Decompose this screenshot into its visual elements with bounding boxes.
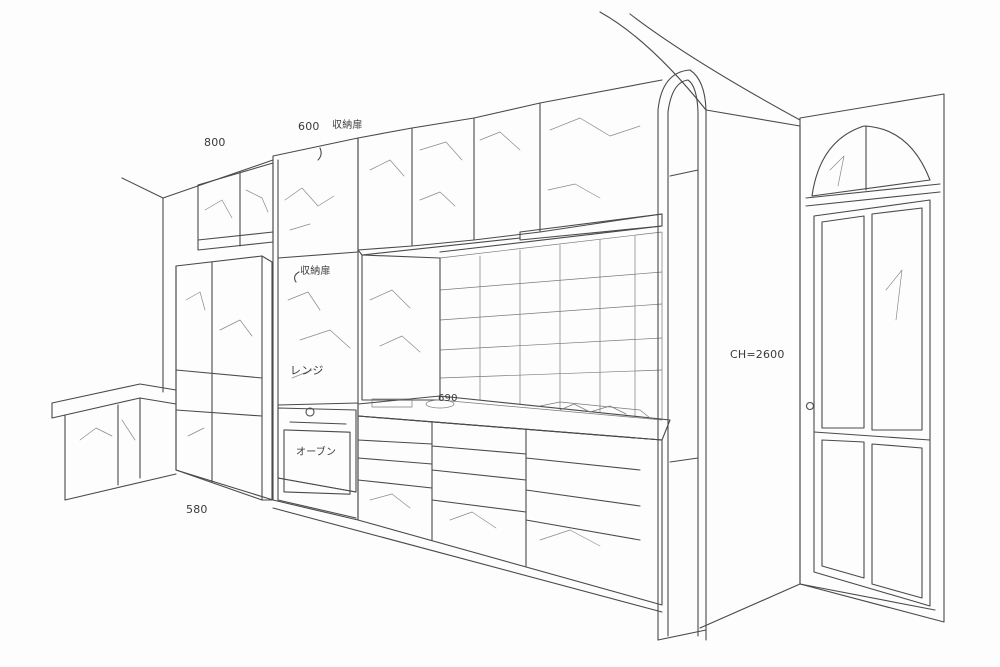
base-cabinets: [357, 415, 663, 606]
tall-cabinet-left: [175, 255, 273, 501]
range-label: レンジ: [290, 364, 324, 377]
range-side-panel: [361, 254, 441, 401]
arched-opening-frame: [599, 11, 801, 641]
upper-cabinet-left: [197, 162, 274, 251]
oven-unit: [277, 407, 357, 519]
storage-door-label-upper: 収納扉: [332, 120, 363, 131]
upper-cabinets-main: [357, 79, 663, 256]
dimension-label-580: 580: [186, 503, 208, 516]
left-low-counter: [51, 383, 177, 501]
dimension-label-800: 800: [204, 136, 226, 149]
oven-label: オーブン: [296, 447, 337, 458]
counter-dimension-label: 690: [438, 393, 458, 404]
right-wall: [705, 109, 801, 585]
right-door: [799, 93, 945, 623]
ceiling-height-label: CH=2600: [730, 348, 785, 361]
storage-door-label-lower: 収納扉: [300, 266, 331, 277]
countertop: [357, 395, 671, 441]
tall-column-storage: [272, 137, 359, 521]
range-hood: [439, 213, 663, 253]
backsplash-tiles: [439, 231, 663, 421]
dimension-label-600: 600: [298, 120, 320, 133]
floor-lines: [175, 469, 936, 629]
